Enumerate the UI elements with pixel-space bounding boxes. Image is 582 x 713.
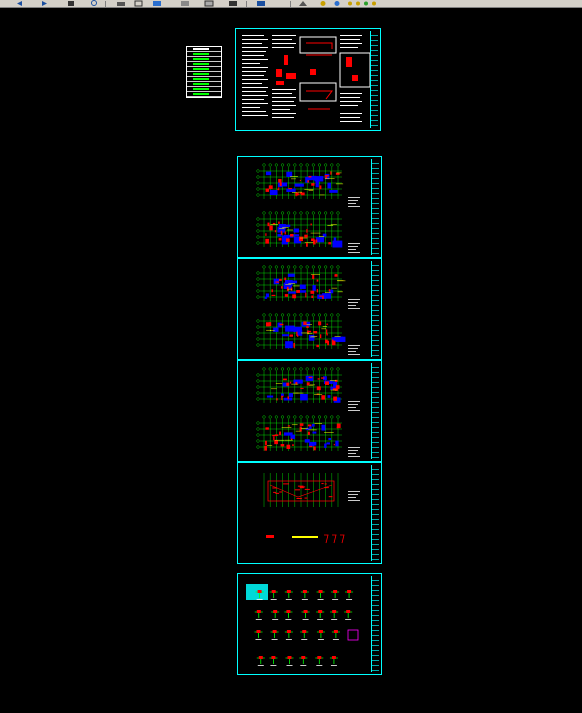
details-drawing [246,584,359,666]
floor-plan-drawing [256,265,360,355]
properties-icon[interactable] [180,0,190,7]
toolbar-separator [105,1,106,7]
title-block [371,465,379,561]
help-icon[interactable] [332,0,342,7]
drawing-canvas[interactable] [0,8,582,713]
legend-table [186,46,222,98]
forward-icon[interactable] [40,0,50,7]
layer-icon[interactable] [152,0,162,7]
title-block [371,261,379,357]
title-block [371,159,379,255]
save-icon[interactable] [228,0,238,7]
view-icon[interactable] [256,0,266,7]
back-icon[interactable] [14,0,24,7]
copy-icon[interactable] [134,0,144,7]
floor-plan-drawing [256,163,360,253]
sheet-floor-plan-1[interactable] [237,156,382,258]
settings-icon[interactable] [318,0,328,7]
toolbar-separator [290,1,291,7]
toolbar [0,0,582,8]
title-block [370,31,378,128]
title-block [371,576,379,672]
sheet-roof-plan[interactable] [237,462,382,564]
sheet-general-notes[interactable] [235,28,381,131]
sheet-details[interactable] [237,573,382,675]
roof-plan-drawing [263,473,360,544]
layer-color-icon[interactable] [346,0,376,7]
print-icon[interactable] [116,0,126,7]
floor-plan-drawing [256,367,360,457]
sheet-floor-plan-3[interactable] [237,360,382,462]
toolbar-separator [246,1,247,7]
zoom-icon[interactable] [90,0,100,7]
sheet-floor-plan-2[interactable] [237,258,382,360]
pan-icon[interactable] [66,0,76,7]
notes-drawing [242,35,371,122]
table-icon[interactable] [204,0,214,7]
title-block [371,363,379,459]
snap-icon[interactable] [298,0,308,7]
